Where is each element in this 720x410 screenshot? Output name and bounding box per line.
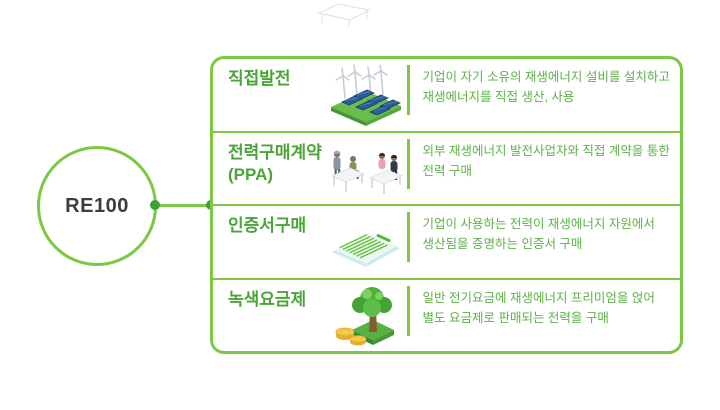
connector-dot-left xyxy=(150,200,160,210)
row-divider-vertical xyxy=(407,65,410,115)
row-title-certificate: 인증서구매 xyxy=(213,206,325,278)
desc-line: 외부 재생에너지 발전사업자와 직접 계약을 통한 xyxy=(422,143,670,158)
option-row-green-tariff: 녹색요금제 xyxy=(213,277,681,352)
row-divider-vertical xyxy=(407,212,410,262)
ppa-meeting-icon xyxy=(325,133,407,205)
desc-line: 전력 구매 xyxy=(422,163,472,178)
tree-and-coins-icon xyxy=(325,280,407,352)
connector-line xyxy=(155,204,212,207)
option-row-direct-generation: 직접발전 xyxy=(213,59,680,131)
row-title-text: 직접발전 xyxy=(228,69,291,88)
options-panel: 직접발전 xyxy=(210,56,683,354)
row-title-text: 전력구매계약 xyxy=(228,142,322,162)
row-desc-ppa: 외부 재생에너지 발전사업자와 직접 계약을 통한 전력 구매 xyxy=(410,133,681,205)
option-row-certificate: 인증서구매 xyxy=(213,204,680,278)
re100-hub-circle: RE100 xyxy=(37,146,157,266)
desc-line: 일반 전기요금에 재생에너지 프리미엄을 얹어 xyxy=(422,290,655,305)
row-title-text2: (PPA) xyxy=(228,164,274,184)
row-title-text: 인증서구매 xyxy=(228,216,307,235)
wind-solar-plant-icon xyxy=(325,59,407,131)
row-desc-green-tariff: 일반 전기요금에 재생에너지 프리미엄을 얹어 별도 요금제로 판매되는 전력을… xyxy=(410,280,681,352)
certificate-document-icon xyxy=(325,206,407,278)
option-row-ppa: 전력구매계약 (PPA) xyxy=(213,130,681,205)
desc-line: 기업이 자기 소유의 재생에너지 설비를 설치하고 xyxy=(422,70,670,84)
desc-line: 기업이 사용하는 전력이 재생에너지 자원에서 xyxy=(422,217,655,231)
row-desc-direct-generation: 기업이 자기 소유의 재생에너지 설비를 설치하고 재생에너지를 직접 생산, … xyxy=(410,59,681,131)
row-title-direct-generation: 직접발전 xyxy=(213,59,325,131)
hub-label: RE100 xyxy=(65,194,129,217)
desc-line: 재생에너지를 직접 생산, 사용 xyxy=(422,90,575,105)
row-title-text: 녹색요금제 xyxy=(228,289,307,309)
desc-line: 별도 요금제로 판매되는 전력을 구매 xyxy=(422,310,609,325)
desc-line: 생산됨을 증명하는 인증서 구매 xyxy=(422,237,583,252)
row-divider-vertical xyxy=(407,285,410,336)
row-title-ppa: 전력구매계약 (PPA) xyxy=(213,133,325,205)
row-title-green-tariff: 녹색요금제 xyxy=(213,280,325,352)
row-divider-vertical xyxy=(407,138,410,189)
row-desc-certificate: 기업이 사용하는 전력이 재생에너지 자원에서 생산됨을 증명하는 인증서 구매 xyxy=(410,206,681,278)
faint-table-sketch-icon xyxy=(317,3,371,26)
